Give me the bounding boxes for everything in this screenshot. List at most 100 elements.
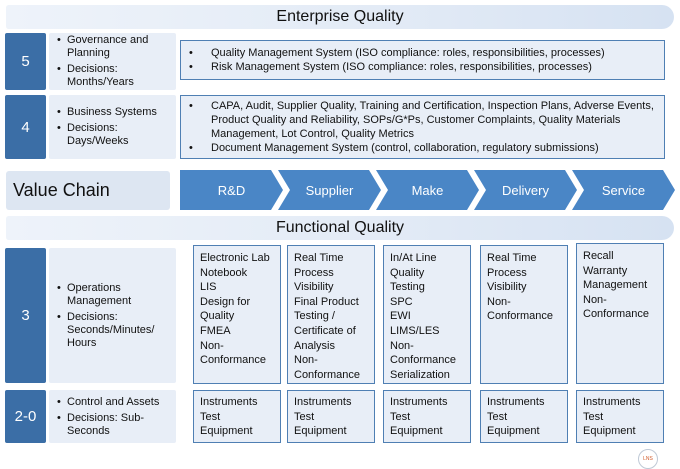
level-4-bullet: •Decisions: Days/Weeks xyxy=(57,122,172,148)
functional-quality-banner: Functional Quality xyxy=(6,216,674,240)
level-2-0-number: 2-0 xyxy=(14,408,37,425)
level-3-column-line: Testing xyxy=(390,281,425,294)
level-2-0-column-line: Instruments xyxy=(583,396,641,408)
level-3-column-line: Conformance xyxy=(294,368,361,381)
level-4-item-text: CAPA, Audit, Supplier Quality, Training … xyxy=(211,100,654,140)
value-chain-stage-5: Service xyxy=(572,170,675,210)
level-3-bullet-text: Operations Management xyxy=(67,281,132,307)
level-3-bullet-text: Decisions: Seconds/Minutes/ Hours xyxy=(67,310,155,349)
level-2-0-column-line: Equipment xyxy=(294,425,347,438)
level-3-column-line: Serialization xyxy=(390,368,450,381)
level-5-bullet: •Decisions: Months/Years xyxy=(57,63,172,89)
level-3-column-line: Conformance xyxy=(390,354,457,367)
level-2-0-column-line: Instruments xyxy=(390,396,448,408)
chevron-shape xyxy=(376,170,479,210)
level-5-box: 5 xyxy=(5,33,46,90)
level-3-column-line: Process xyxy=(487,266,527,279)
level-4-bullet-text: Decisions: Days/Weeks xyxy=(67,122,129,147)
level-3-column-line: Certificate of xyxy=(294,324,356,337)
level-5-item: •Quality Management System (ISO complian… xyxy=(189,47,605,59)
value-chain-stage-label: Delivery xyxy=(502,182,549,198)
value-chain-stage-label: Service xyxy=(601,182,646,198)
level-3-description: •Operations Management •Decisions: Secon… xyxy=(49,248,176,383)
chevron-shape xyxy=(572,170,675,210)
level-5-item-text: Quality Management System (ISO complianc… xyxy=(211,47,605,59)
level-3-column-line: Conformance xyxy=(200,354,267,367)
value-chain-label-text: Value Chain xyxy=(13,180,110,200)
level-2-0-column-line: Instruments xyxy=(294,396,352,408)
level-2-0-bullet: •Control and Assets xyxy=(57,395,160,408)
level-2-0-column-line: Equipment xyxy=(583,425,636,438)
level-2-0-bullet-text: Decisions: Sub-Seconds xyxy=(67,411,145,437)
value-chain-stage-3: Make xyxy=(376,170,479,210)
level-3-column-line: FMEA xyxy=(200,324,231,337)
level-2-0-column-line: Test xyxy=(294,410,315,423)
level-2-0-column-line: Equipment xyxy=(390,425,443,438)
level-3-number: 3 xyxy=(21,307,30,324)
level-4-bullet: •Business Systems xyxy=(57,106,157,118)
level-2-0-bullet: •Decisions: Sub-Seconds xyxy=(57,412,172,438)
level-3-column-line: Management xyxy=(583,279,648,292)
level-3-column-line: Non- xyxy=(294,354,318,367)
level-3-box: 3 xyxy=(5,248,46,383)
level-2-0-column-line: Equipment xyxy=(487,425,540,438)
level-4-box: 4 xyxy=(5,95,46,159)
value-chain-stage-1: R&D xyxy=(180,170,283,210)
level-3-column-line: Testing / xyxy=(294,310,335,323)
level-3-column-line: LIS xyxy=(200,281,217,294)
value-chain-stage-label: R&D xyxy=(217,182,246,198)
level-3-column-line: LIMS/LES xyxy=(390,324,440,337)
level-2-0-column-line: Test xyxy=(487,410,508,423)
enterprise-quality-title: Enterprise Quality xyxy=(276,8,404,25)
level-2-0-column-line: Instruments xyxy=(200,396,258,408)
level-3-column-line: Process xyxy=(294,266,334,279)
level-5-bullet-text: Governance and Planning xyxy=(67,34,149,59)
level-5-item-text: Risk Management System (ISO compliance: … xyxy=(211,61,592,73)
level-5-bullet-text: Decisions: Months/Years xyxy=(67,63,134,88)
level-5-systems-panel: •Quality Management System (ISO complian… xyxy=(180,40,665,80)
level-4-item: •Document Management System (control, co… xyxy=(189,142,599,154)
lns-logo-text: LNS xyxy=(643,456,653,462)
level-3-column-line: Quality xyxy=(200,310,235,323)
level-3-column-line: Non- xyxy=(390,339,414,352)
level-3-column-line: Recall xyxy=(583,250,614,262)
level-4-number: 4 xyxy=(21,118,30,136)
level-2-0-description: •Control and Assets •Decisions: Sub-Seco… xyxy=(49,390,176,443)
functional-quality-title: Functional Quality xyxy=(275,219,405,236)
level-5-number: 5 xyxy=(21,53,30,70)
level-4-systems-panel: •CAPA, Audit, Supplier Quality, Training… xyxy=(180,95,665,159)
level-4-description: •Business Systems •Decisions: Days/Weeks xyxy=(49,95,176,159)
level-3-bullet: •Operations Management xyxy=(57,282,172,308)
level-3-column-line: Warranty xyxy=(583,264,628,277)
level-5-item: •Risk Management System (ISO compliance:… xyxy=(189,61,592,73)
level-3-column-line: Real Time xyxy=(294,252,344,264)
level-3-column-line: Real Time xyxy=(487,252,537,264)
level-3-column-line: Final Product xyxy=(294,295,359,308)
level-4-item: •CAPA, Audit, Supplier Quality, Training… xyxy=(189,99,658,141)
chevron-shape xyxy=(474,170,577,210)
value-chain-stage-label: Make xyxy=(411,182,444,198)
level-4-bullet-text: Business Systems xyxy=(67,106,157,118)
level-3-column-line: Non- xyxy=(583,293,607,306)
level-2-0-column-line: Equipment xyxy=(200,425,253,438)
enterprise-quality-banner: Enterprise Quality xyxy=(6,5,674,29)
level-3-column-line: Quality xyxy=(390,266,425,279)
level-3-column-line: Conformance xyxy=(487,310,554,323)
level-3-column-line: SPC xyxy=(390,295,413,308)
chevron-shape xyxy=(180,170,283,210)
level-3-column-line: Non- xyxy=(487,295,511,308)
level-3-column-line: Non- xyxy=(200,339,224,352)
value-chain-stage-4: Delivery xyxy=(474,170,577,210)
level-2-0-column-line: Test xyxy=(200,410,221,423)
level-3-column-line: Analysis xyxy=(294,339,335,352)
level-5-bullet: •Governance and Planning xyxy=(57,34,172,60)
